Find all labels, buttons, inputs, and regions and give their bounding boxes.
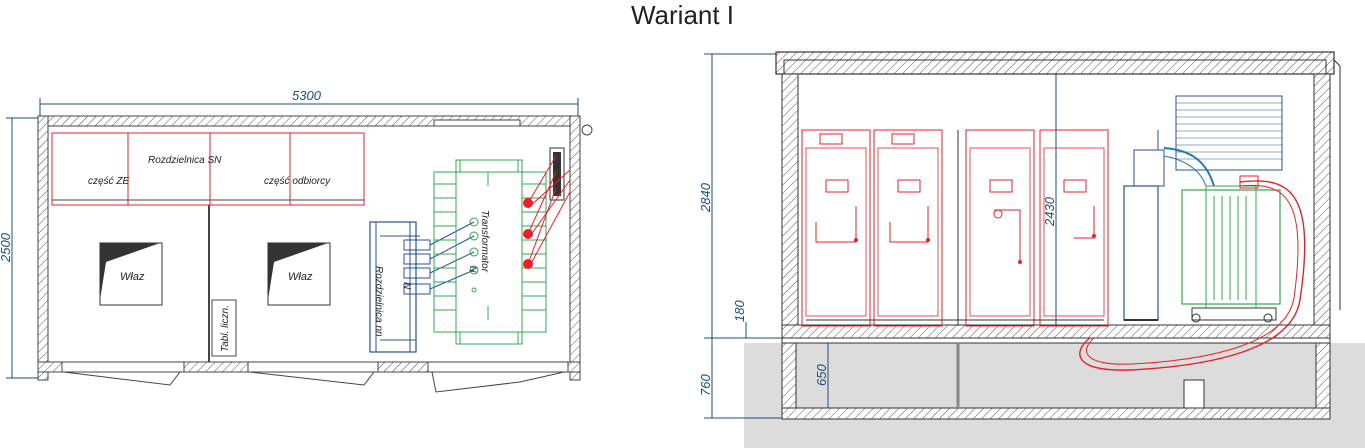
meter-panel-label: Tabl. liczn. [220, 305, 231, 352]
plan-width-label: 5300 [292, 88, 322, 103]
section-floor [781, 324, 1331, 339]
transformer-label: Transformator [479, 210, 490, 273]
plan-transformer: Transformator N [433, 159, 547, 345]
section-right-wall [1313, 73, 1331, 339]
plan-width-dimension: 5300 [39, 88, 579, 120]
plan-mv-terminals [523, 147, 571, 270]
plan-lv-cables [429, 221, 475, 290]
ground [744, 343, 1365, 448]
section-switchgear [801, 129, 1109, 327]
plan-hatch-1: Właz [99, 242, 163, 306]
dim-total-label: 2840 [698, 182, 713, 213]
plan-doors [61, 361, 569, 393]
plan-meter-panel: Tabl. liczn. [211, 299, 237, 357]
section-odbiorcy-label: część odbiorcy [264, 176, 331, 187]
plan-view: 5300 2500 [0, 88, 593, 393]
dim-below-label: 760 [698, 374, 713, 396]
section-view: 2840 760 180 650 2430 [698, 51, 1365, 448]
section-mv-cables [1079, 175, 1306, 371]
dim-base-label: 180 [732, 300, 747, 322]
dim-inner-label: 2430 [1042, 196, 1057, 227]
plan-height-dimension: 2500 [0, 117, 38, 379]
hatch-1-label: Właz [120, 271, 145, 283]
drawing-title: Wariant I [630, 0, 735, 30]
section-transformer [1163, 95, 1283, 323]
lv-marker: N [401, 282, 412, 290]
section-dimensions: 2840 760 180 650 2430 [698, 53, 1057, 419]
plan-hatch-2: Właz [267, 242, 331, 306]
lv-board-label: Rozdzielnica nn [373, 266, 384, 337]
section-left-wall [781, 73, 799, 339]
section-lv-board [1123, 130, 1165, 321]
section-basement [781, 342, 1331, 420]
switchgear-label: Rozdzielnica SN [148, 155, 222, 166]
neutral-marker: N [468, 266, 478, 273]
plan-lv-board: Rozdzielnica nn N [369, 221, 431, 353]
section-roof [775, 51, 1335, 75]
plan-mv-switchgear: Rozdzielnica SN część ZE część odbiorcy [51, 132, 365, 206]
section-ze-label: część ZE [88, 176, 129, 187]
hatch-2-label: Właz [288, 271, 313, 283]
plan-height-label: 2500 [0, 232, 13, 263]
dim-cable-label: 650 [814, 364, 829, 386]
